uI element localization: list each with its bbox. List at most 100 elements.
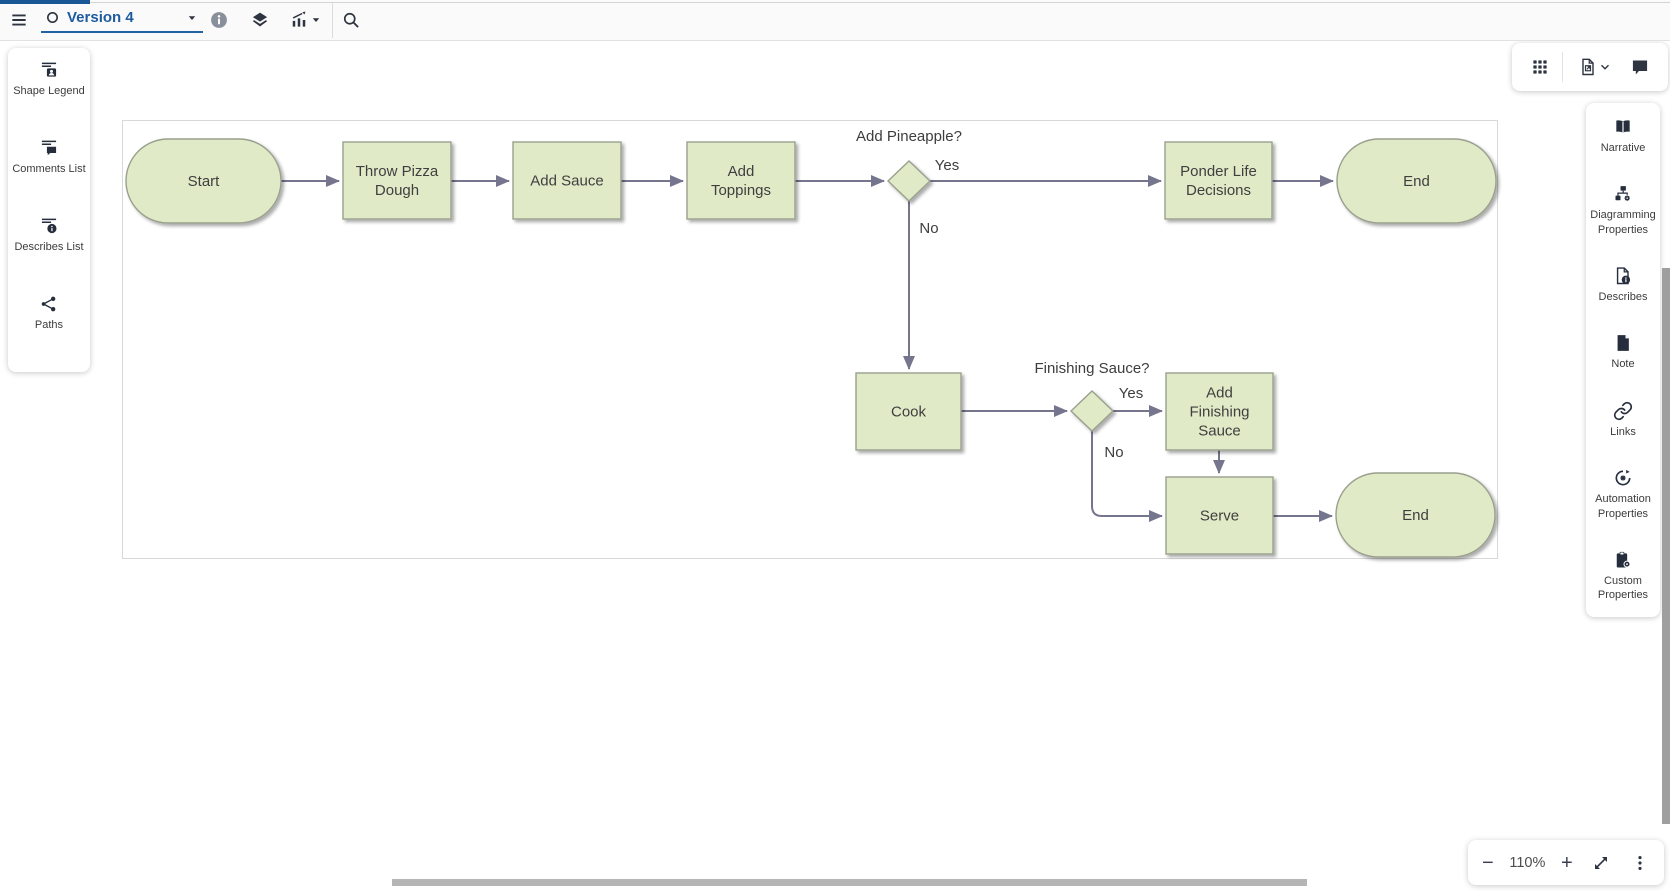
search-button[interactable] bbox=[338, 7, 364, 33]
layers-icon bbox=[250, 10, 270, 30]
node-label: Start bbox=[188, 173, 221, 190]
describes-list-icon bbox=[39, 216, 59, 236]
panel-item-note[interactable]: Note bbox=[1586, 333, 1660, 372]
flow-node-end-top[interactable]: End bbox=[1336, 138, 1497, 224]
panel-item-label: Automation Properties bbox=[1595, 493, 1651, 520]
panel-item-paths[interactable]: Paths bbox=[8, 294, 90, 372]
panel-item-label: Describes List bbox=[14, 241, 84, 253]
decision-question-label: Finishing Sauce? bbox=[1034, 360, 1149, 377]
zoom-in-button[interactable]: + bbox=[1560, 851, 1573, 874]
flow-node-finishing-sauce-decision[interactable]: Finishing Sauce? bbox=[1034, 360, 1150, 432]
panel-item-label: Describes bbox=[1598, 291, 1648, 304]
main-menu-button[interactable] bbox=[6, 7, 32, 33]
export-dropdown-button[interactable] bbox=[1572, 54, 1618, 80]
flow-node-serve[interactable]: Serve bbox=[1165, 476, 1274, 555]
chat-bubble-icon bbox=[1630, 57, 1650, 77]
toolbar-divider bbox=[1562, 52, 1563, 82]
panel-item-comments-list[interactable]: Comments List bbox=[8, 138, 90, 216]
expand-icon bbox=[1591, 853, 1611, 873]
top-accent-bar bbox=[0, 0, 90, 4]
chevron-down-icon bbox=[1598, 60, 1612, 74]
panel-item-shape-legend[interactable]: Shape Legend bbox=[8, 60, 90, 138]
panel-item-diagramming-properties[interactable]: Diagramming Properties bbox=[1586, 184, 1660, 237]
panel-item-describes[interactable]: Describes bbox=[1586, 266, 1660, 305]
panel-item-automation-properties[interactable]: Automation Properties bbox=[1586, 468, 1660, 521]
flow-edge-finishing-no-to-serve[interactable] bbox=[1091, 431, 1163, 522]
edge-label-no: No bbox=[1104, 444, 1123, 461]
zoom-level: 110% bbox=[1509, 854, 1546, 871]
toolbar-divider bbox=[332, 3, 333, 38]
version-label: Version 4 bbox=[67, 9, 134, 26]
flow-node-add-pineapple-decision[interactable]: Add Pineapple? bbox=[856, 128, 962, 202]
flow-node-add-sauce[interactable]: Add Sauce bbox=[512, 141, 622, 220]
panel-item-label: Narrative bbox=[1600, 142, 1646, 154]
zoom-out-button[interactable]: − bbox=[1482, 851, 1494, 874]
panel-item-narrative[interactable]: Narrative bbox=[1586, 117, 1660, 156]
panel-item-label: Shape Legend bbox=[13, 85, 85, 97]
bar-chart-icon bbox=[289, 10, 309, 30]
version-selector[interactable]: Version 4 bbox=[41, 4, 203, 33]
more-options-button[interactable] bbox=[1630, 850, 1650, 876]
flow-node-end-bottom[interactable]: End bbox=[1335, 472, 1496, 558]
panel-item-label: Note bbox=[1611, 358, 1635, 371]
hamburger-icon bbox=[9, 10, 29, 30]
comments-button[interactable] bbox=[1627, 54, 1653, 80]
edge-label-no: No bbox=[919, 220, 938, 237]
diagramming-properties-icon bbox=[1613, 184, 1633, 204]
panel-item-describes-list[interactable]: Describes List bbox=[8, 216, 90, 294]
info-icon bbox=[209, 10, 229, 30]
shape-legend-icon bbox=[39, 60, 59, 80]
panel-item-links[interactable]: Links bbox=[1586, 401, 1660, 440]
custom-properties-icon bbox=[1613, 550, 1633, 570]
caret-down-icon bbox=[185, 11, 199, 25]
analytics-dropdown-button[interactable] bbox=[286, 7, 326, 33]
decision-question-label: Add Pineapple? bbox=[856, 128, 962, 145]
grid-view-button[interactable] bbox=[1527, 54, 1553, 80]
caret-down-icon bbox=[309, 13, 323, 27]
node-label: Serve bbox=[1200, 508, 1239, 525]
describes-icon bbox=[1613, 266, 1633, 286]
version-circle-icon bbox=[45, 10, 60, 25]
note-icon bbox=[1613, 333, 1633, 353]
comments-list-icon bbox=[39, 138, 59, 158]
canvas-actions-toolbar bbox=[1512, 43, 1668, 91]
node-label: Cook bbox=[891, 404, 927, 421]
vertical-scrollbar[interactable] bbox=[1662, 268, 1670, 824]
node-label: Add Sauce bbox=[530, 173, 603, 190]
panel-item-label: Diagramming Properties bbox=[1590, 209, 1656, 236]
layers-button[interactable] bbox=[247, 7, 273, 33]
paths-icon bbox=[39, 294, 59, 314]
zoom-controls: − 110% + bbox=[1468, 840, 1664, 885]
edge-label-yes: Yes bbox=[1119, 385, 1143, 402]
fit-to-screen-button[interactable] bbox=[1588, 850, 1614, 876]
node-label: End bbox=[1402, 507, 1429, 524]
narrative-icon bbox=[1613, 117, 1633, 137]
panel-item-label: Links bbox=[1610, 425, 1636, 438]
panel-item-label: Custom Properties bbox=[1597, 574, 1649, 602]
flow-node-cook[interactable]: Cook bbox=[855, 372, 962, 451]
panel-item-custom-properties[interactable]: Custom Properties bbox=[1586, 550, 1660, 603]
flow-node-start[interactable]: Start bbox=[125, 138, 282, 224]
horizontal-scrollbar[interactable] bbox=[392, 879, 1307, 886]
info-button[interactable] bbox=[206, 7, 232, 33]
grid-icon bbox=[1530, 57, 1550, 77]
panel-item-label: Comments List bbox=[12, 163, 86, 175]
edge-label-yes: Yes bbox=[935, 157, 959, 174]
kebab-menu-icon bbox=[1630, 853, 1650, 873]
diagram-bounds bbox=[122, 120, 1498, 559]
top-toolbar: Version 4 bbox=[0, 0, 1670, 41]
links-icon bbox=[1613, 401, 1633, 421]
node-label: End bbox=[1403, 173, 1430, 190]
